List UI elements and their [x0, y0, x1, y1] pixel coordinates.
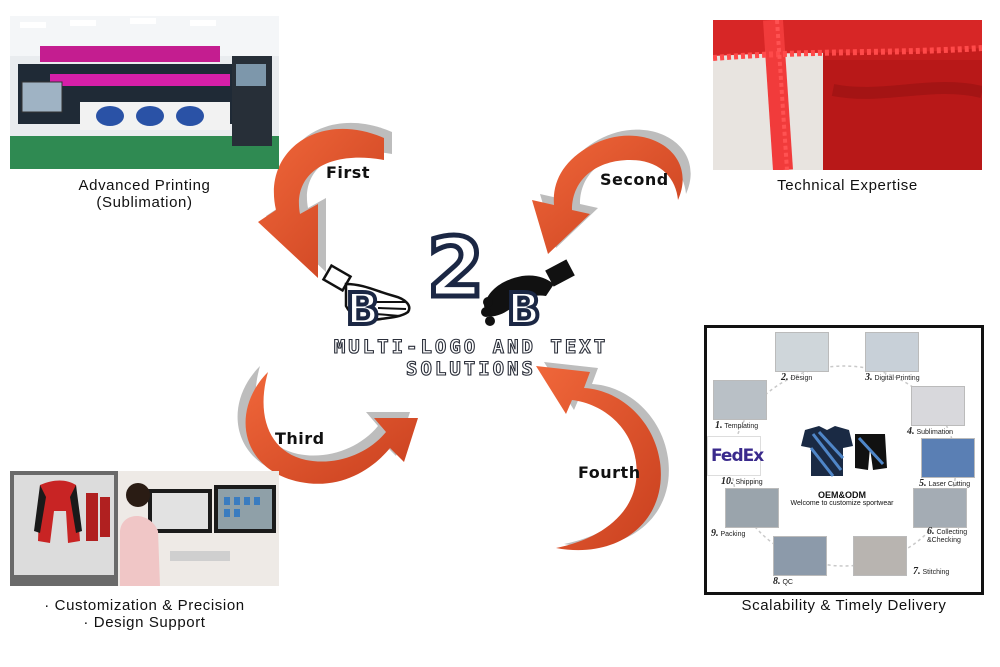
- process-thumb-collecting: [913, 488, 967, 528]
- process-step-1: 1. Templating: [715, 420, 759, 431]
- tagline: MULTI-LOGO AND TEXT SOLUTIONS: [333, 335, 609, 380]
- process-step-8: 8. QC: [773, 576, 793, 587]
- step-fourth-label: Fourth: [578, 463, 641, 482]
- third-arrow: [237, 366, 418, 484]
- fabric-photo: [713, 20, 982, 170]
- process-step-5: 5. Laser Cutting: [919, 478, 971, 489]
- printing-caption-line1: Advanced Printing: [78, 177, 211, 194]
- customization-caption-line2: · Design Support: [83, 614, 206, 631]
- printer-machine-image: [10, 16, 279, 169]
- sportswear-image: [801, 426, 887, 477]
- process-thumb-printing: [865, 332, 919, 372]
- process-step-4: 4. Sublimation: [907, 426, 954, 437]
- process-step-7: 7. Stitching: [913, 566, 950, 577]
- scalability-caption: Scalability & Timely Delivery: [741, 597, 947, 614]
- process-center-title: OEM&ODM: [818, 490, 866, 500]
- process-thumb-qc: [773, 536, 827, 576]
- step-second-label: Second: [600, 170, 669, 189]
- process-thumb-shipping: [707, 436, 761, 476]
- logo-left-b: B: [344, 284, 381, 336]
- process-thumb-design: [775, 332, 829, 372]
- printing-caption: Advanced Printing (Sublimation): [10, 177, 279, 211]
- process-diagram: FedEx OEM&ODM Welcome to customize sport…: [704, 325, 984, 595]
- technical-caption: Technical Expertise: [777, 177, 918, 194]
- process-step-2: 2. Design: [781, 372, 813, 383]
- printing-photo: [10, 16, 279, 169]
- fabric-stitch-image: [713, 20, 982, 170]
- process-thumb-stitching: [853, 536, 907, 576]
- process-center-subtitle: Welcome to customize sportwear: [790, 500, 894, 507]
- printing-caption-line2: (Sublimation): [96, 194, 193, 211]
- step-first-label: First: [326, 163, 370, 182]
- process-step-9: 9. Packing: [711, 528, 746, 539]
- handshake-left-icon: [321, 263, 411, 322]
- process-step-10: 10. Shipping: [721, 476, 763, 487]
- fourth-arrow: [536, 362, 669, 551]
- process-thumb-sublimation: [911, 386, 965, 426]
- fedex-logo: FedEx: [711, 446, 764, 466]
- design-photo: [10, 471, 279, 586]
- step-third-label: Third: [275, 429, 325, 448]
- process-step-3: 3. Digital Printing: [865, 372, 920, 383]
- second-arrow: [532, 129, 691, 254]
- process-step-6: 6. Collecting &Checking: [927, 526, 968, 545]
- logo-two: 2: [424, 221, 486, 316]
- first-arrow: [258, 122, 392, 278]
- process-thumb-templating: [713, 380, 767, 420]
- logo-right-b: B: [505, 284, 542, 336]
- customization-caption: · Customization & Precision · Design Sup…: [10, 597, 279, 631]
- designer-workstation-image: [10, 471, 279, 586]
- customization-caption-line1: · Customization & Precision: [44, 597, 245, 614]
- handshake-right-icon: [481, 259, 575, 326]
- process-thumb-packing: [725, 488, 779, 528]
- process-thumb-laser: [921, 438, 975, 478]
- fedex-text: FedEx: [711, 446, 764, 466]
